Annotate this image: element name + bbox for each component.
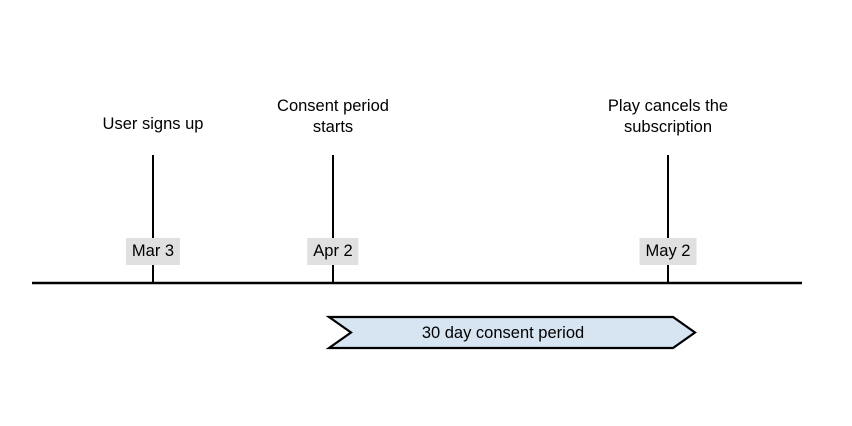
event-label-user-signs-up: User signs up xyxy=(102,115,204,133)
event-date-chip-play-cancels-subscription: May 2 xyxy=(639,238,697,265)
event-label-play-cancels-subscription: Play cancels the subscription xyxy=(607,97,729,136)
event-date-chip-user-signs-up: Mar 3 xyxy=(125,238,181,265)
event-label-consent-period-starts: Consent period starts xyxy=(277,97,389,136)
event-date-chip-consent-period-starts: Apr 2 xyxy=(307,238,359,265)
consent-period-banner-label: 30 day consent period xyxy=(421,324,585,342)
